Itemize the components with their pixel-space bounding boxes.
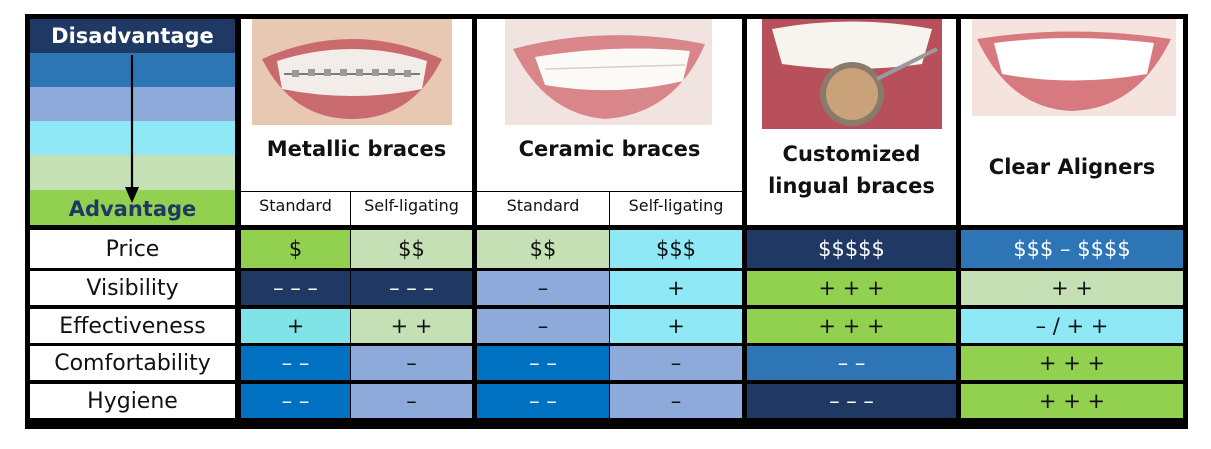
table-cell: – <box>351 384 472 418</box>
row-label-visibility: Visibility <box>30 271 235 305</box>
table-cell: – <box>477 309 609 343</box>
row-label-price: Price <box>30 230 235 268</box>
table-cell: + + + <box>961 346 1183 380</box>
table-cell: – – <box>477 384 609 418</box>
table-cell: – <box>477 271 609 305</box>
lingual-title: Customized lingual braces <box>747 138 956 202</box>
table-cell: + <box>610 309 742 343</box>
table-cell: $$$ – $$$$ <box>961 230 1183 268</box>
table-cell: $$ <box>351 230 472 268</box>
subheader-divider-metallic <box>241 191 472 192</box>
legend: Disadvantage Advantage <box>30 19 235 225</box>
subheader-vdivider-ceramic <box>609 191 610 225</box>
clear-aligners-photo <box>972 19 1176 116</box>
table-cell: + + <box>961 271 1183 305</box>
ceramic-braces-photo <box>505 19 712 125</box>
subheader-ceramic-self-ligating: Self-ligating <box>628 195 724 215</box>
table-cell: + + + <box>961 384 1183 418</box>
table-cell: – – – <box>241 271 350 305</box>
metallic-braces-photo <box>252 19 452 125</box>
legend-top-label: Disadvantage <box>51 24 214 48</box>
table-cell: $$$ <box>610 230 742 268</box>
table-cell: – – – <box>747 384 956 418</box>
ceramic-title: Ceramic braces <box>518 137 701 161</box>
table-cell: $$ <box>477 230 609 268</box>
row-label-hygiene: Hygiene <box>30 384 235 418</box>
table-cell: – <box>610 384 742 418</box>
down-arrow-icon <box>125 55 139 203</box>
table-cell: – – – <box>351 271 472 305</box>
table-cell: + <box>610 271 742 305</box>
legend-band-1 <box>30 19 235 53</box>
row-label-effectiveness: Effectiveness <box>30 309 235 343</box>
aligners-title: Clear Aligners <box>988 155 1156 179</box>
lingual-title-line-1: Customized <box>782 142 921 166</box>
table-cell: – – <box>477 346 609 380</box>
table-cell: + + + <box>747 309 956 343</box>
table-cell: – <box>351 346 472 380</box>
row-label-comfortability: Comfortability <box>30 346 235 380</box>
table-cell: $ <box>241 230 350 268</box>
table-cell: + + <box>351 309 472 343</box>
subheader-ceramic-standard: Standard <box>506 195 580 215</box>
subheader-metallic-standard: Standard <box>259 195 332 215</box>
table-cell: $$$$$ <box>747 230 956 268</box>
subheader-metallic-self-ligating: Self-ligating <box>364 195 459 215</box>
metallic-title: Metallic braces <box>266 137 447 161</box>
table-cell: – – <box>747 346 956 380</box>
table-cell: + + + <box>747 271 956 305</box>
table-cell: – – <box>241 384 350 418</box>
table-cell: + <box>241 309 350 343</box>
lingual-title-line-2: lingual braces <box>768 174 935 198</box>
table-cell: – <box>610 346 742 380</box>
subheader-vdivider-metallic <box>350 191 351 225</box>
lingual-braces-photo <box>762 19 942 129</box>
table-cell: – / + + <box>961 309 1183 343</box>
table-cell: – – <box>241 346 350 380</box>
